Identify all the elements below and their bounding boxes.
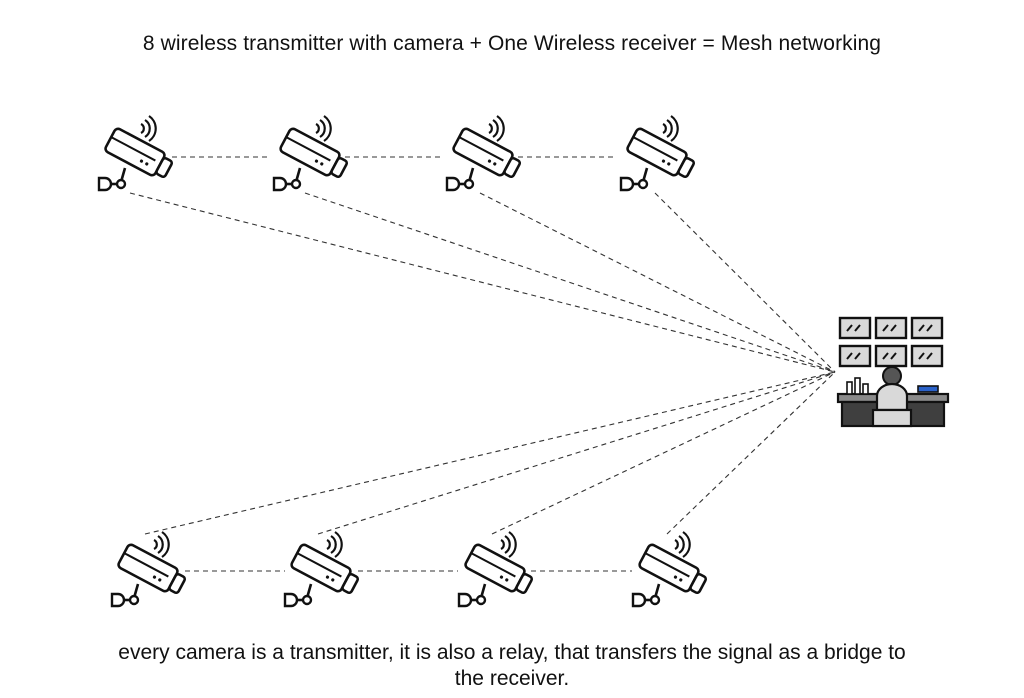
diagram-title: 8 wireless transmitter with camera + One… [142, 32, 882, 55]
link-c8-receiver [666, 371, 836, 535]
camera-4-icon [619, 114, 698, 192]
caption-line-1: every camera is a transmitter, it is als… [118, 641, 906, 664]
camera-8-icon [631, 530, 710, 608]
link-c2-receiver [304, 192, 836, 373]
camera-3-icon [445, 114, 524, 192]
monitoring-station-icon [836, 316, 950, 428]
link-c5-receiver [144, 371, 836, 535]
link-c4-receiver [654, 192, 836, 373]
caption-line-2: the receiver. [454, 667, 570, 690]
receiver-links [129, 192, 836, 535]
link-c1-receiver [129, 192, 836, 373]
camera-7-icon [457, 530, 536, 608]
camera-1-icon [97, 114, 176, 192]
link-c3-receiver [479, 192, 836, 373]
link-c6-receiver [317, 371, 836, 535]
link-c7-receiver [491, 371, 836, 535]
camera-5-icon [110, 530, 189, 608]
camera-6-icon [283, 530, 362, 608]
diagram-caption: every camera is a transmitter, it is als… [60, 640, 964, 692]
camera-2-icon [272, 114, 351, 192]
